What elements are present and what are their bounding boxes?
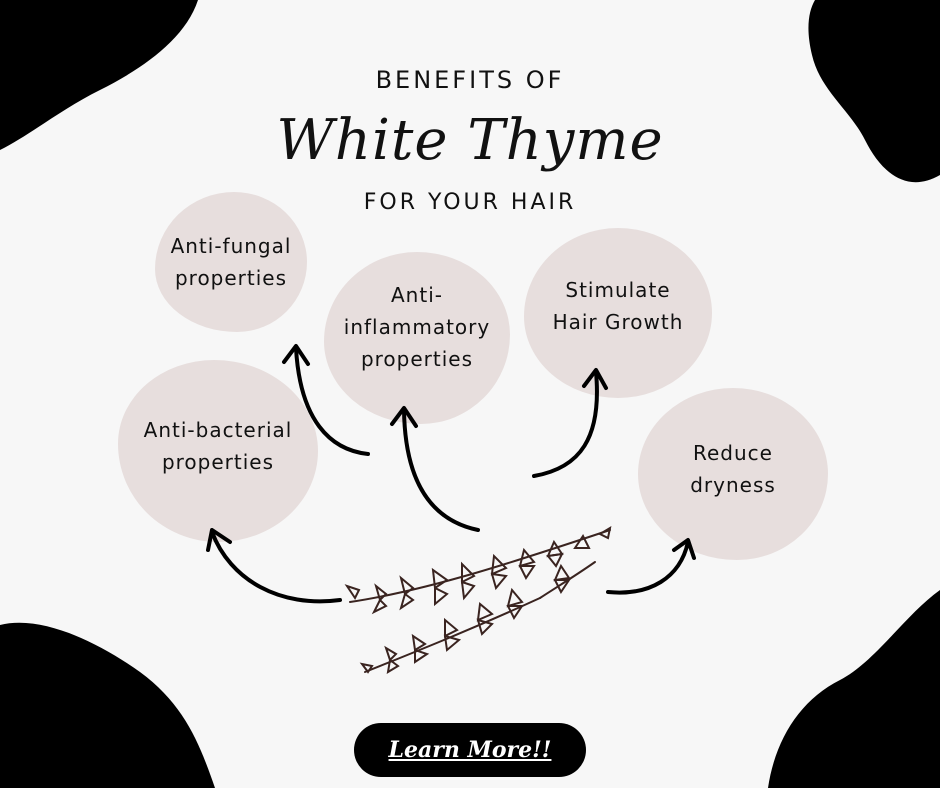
benefit-stimulate-line1: Stimulate <box>565 278 671 302</box>
curved-arrow-icon <box>606 538 696 595</box>
benefit-anti-bacterial-line1: Anti-bacterial <box>143 418 293 442</box>
title-for-your-hair: FOR YOUR HAIR <box>363 190 577 215</box>
benefit-anti-fungal-line1: Anti-fungal <box>170 234 292 258</box>
curved-arrow-icon <box>390 406 480 532</box>
blob-top-right <box>808 0 940 183</box>
blob-bottom-left <box>0 622 215 788</box>
benefit-anti-inflammatory-line1: Anti- <box>391 283 443 307</box>
benefit-anti-inflammatory-line3: properties <box>360 347 474 371</box>
benefit-reduce-dryness-line2: dryness <box>690 473 776 497</box>
benefit-reduce-dryness-line1: Reduce <box>693 441 773 465</box>
benefit-stimulate-line2: Hair Growth <box>552 310 684 334</box>
learn-more-button[interactable]: Learn More!! <box>354 723 586 777</box>
benefit-anti-fungal: Anti-fungal properties <box>155 192 307 332</box>
benefit-anti-bacterial-line2: properties <box>161 450 275 474</box>
thyme-sprig-illustration <box>344 525 612 674</box>
title-benefits-of: BENEFITS OF <box>375 66 565 94</box>
benefit-reduce-dryness: Reduce dryness <box>638 388 828 560</box>
blob-top-left <box>0 0 198 150</box>
benefit-anti-inflammatory: Anti- inflammatory properties <box>324 252 510 424</box>
curved-arrow-icon <box>282 344 370 456</box>
title-white-thyme: White Thyme <box>276 108 664 173</box>
curved-arrow-icon <box>206 528 342 604</box>
curved-arrow-icon <box>532 368 608 478</box>
blob-bottom-right <box>768 590 940 788</box>
benefit-anti-bacterial: Anti-bacterial properties <box>118 360 318 542</box>
benefit-anti-fungal-line2: properties <box>174 266 288 290</box>
benefit-anti-inflammatory-line2: inflammatory <box>343 315 491 339</box>
benefit-stimulate-hair-growth: Stimulate Hair Growth <box>524 228 712 398</box>
learn-more-label: Learn More!! <box>388 737 552 763</box>
